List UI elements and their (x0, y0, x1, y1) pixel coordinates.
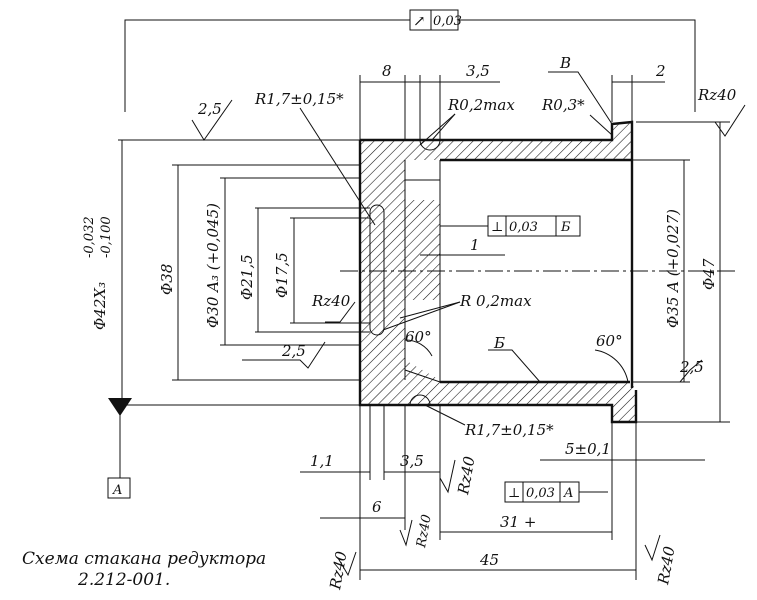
d42-main: Φ42X₃ (91, 282, 109, 330)
perp-b-frame: ⊥ 0,03 Б (440, 215, 581, 237)
dim-8: 8 (359, 62, 406, 140)
d21-5-label: Φ21,5 (238, 254, 256, 300)
angle-60-left: 60° (404, 328, 433, 357)
datum-b-callout: Б (488, 334, 541, 383)
perp-a-frame: ⊥ 0,03 A (504, 481, 608, 503)
len-3-5-bot-label: 3,5 (400, 452, 424, 470)
rz40-bot-1-label: Rz40 (454, 454, 479, 496)
rz40-bot-right-label: Rz40 (654, 544, 679, 586)
part-section (360, 122, 635, 422)
len-45-label: 45 (479, 551, 499, 569)
dim-3-5-bot: 3,5 (383, 405, 440, 480)
len-8-label: 8 (382, 62, 392, 80)
runout-tolerance-frame: ↗ 0,03 (409, 9, 462, 31)
len-1-1-label: 1,1 (310, 452, 334, 470)
ra2-5-right-label: 2,5 (679, 358, 704, 376)
r0-3-label: R0,3* (541, 96, 585, 114)
roughness-bot-1: Rz40 (439, 454, 479, 497)
dim-d38: Φ38 (158, 164, 360, 381)
roughness-top-right: Rz40 (697, 86, 746, 137)
dim-2: 2 (611, 62, 666, 122)
dim-45: 45 (360, 422, 637, 580)
len-1-label: 1 (470, 236, 480, 254)
roughness-bot-2: Rz40 (399, 513, 435, 550)
dim-3-5-top: 3,5 (405, 62, 500, 140)
datum-v-label: В (559, 54, 571, 72)
roughness-bot-left: Rz40 (326, 549, 357, 592)
perp-b-symbol: ⊥ (491, 220, 503, 235)
perp-a-value: 0,03 (526, 486, 555, 501)
d17-5-label: Φ17,5 (273, 252, 291, 298)
caption-line-1: Схема стакана редуктора (22, 549, 266, 569)
d30-label: Φ30 A₃ (+0,045) (204, 203, 222, 328)
ra2-5-top-left-label: 2,5 (197, 100, 222, 118)
rz40-mid-left-label: Rz40 (311, 292, 351, 310)
r0-2-top-label: R0,2max (447, 96, 515, 114)
d38-label: Φ38 (158, 264, 176, 295)
rz40-bot-left-label: Rz40 (326, 549, 351, 591)
dim-d17-5: Φ17,5 (273, 217, 370, 324)
r1-7-bot-callout: R1,7±0,15* (424, 404, 554, 439)
perp-a-symbol: ⊥ (508, 486, 520, 501)
dim-d30: Φ30 A₃ (+0,045) (204, 177, 360, 346)
caption-line-2: 2.212-001. (77, 570, 170, 590)
dim-1-1: 1,1 (300, 405, 371, 580)
d35-label: Φ35 A (+0,027) (664, 209, 682, 328)
perp-b-datum: Б (560, 220, 571, 235)
len-3-5-top-label: 3,5 (466, 62, 490, 80)
ang-60-left-label: 60° (405, 328, 432, 346)
angle-60-right: 60° (594, 332, 629, 383)
len-31-label: 31 + (500, 513, 536, 531)
rz40-top-right-label: Rz40 (697, 86, 737, 104)
dim-d47: Φ47 (636, 121, 730, 423)
dim-31: 31 + (439, 405, 613, 540)
roughness-bot-right: Rz40 (644, 534, 679, 587)
dim-5: 5±0,1 (540, 422, 705, 465)
dim-d35: Φ35 A (+0,027) (632, 159, 690, 383)
r0-2-top-callout: R0,2max (419, 96, 515, 146)
len-5-label: 5±0,1 (565, 440, 611, 458)
roughness-top-left: 2,5 (191, 99, 233, 141)
r0-2-mid-callout: R 0,2max (382, 292, 532, 331)
datum-a-symbol: A (107, 398, 132, 499)
runout-symbol: ↗ (413, 12, 426, 30)
datum-v-callout: В (548, 54, 613, 125)
r0-3-callout: R0,3* (541, 96, 613, 136)
runout-leader (124, 19, 696, 112)
perp-b-value: 0,03 (509, 220, 538, 235)
runout-value: 0,03 (433, 14, 462, 29)
d42-tol-bot: -0,100 (99, 216, 114, 258)
dim-6: 6 (320, 405, 406, 530)
d42-tol-top: -0,032 (82, 216, 97, 258)
d47-label: Φ47 (700, 258, 718, 290)
rz40-bot-2-label: Rz40 (414, 513, 435, 549)
ang-60-right-label: 60° (596, 332, 623, 350)
roughness-mid-left: 2,5 (242, 341, 326, 369)
rz40-mid-left-callout: Rz40 (311, 292, 356, 323)
datum-b-label: Б (493, 334, 505, 352)
len-6-label: 6 (372, 498, 382, 516)
datum-a-label: A (112, 483, 122, 498)
len-2-label: 2 (655, 62, 666, 80)
ra2-5-mid-left-label: 2,5 (281, 342, 306, 360)
r1-7-top-callout: R1,7±0,15* (254, 90, 376, 226)
dim-d42: Φ42X₃ -0,032 -0,100 (82, 139, 360, 406)
dim-1: 1 (420, 236, 505, 256)
r1-7-top-label: R1,7±0,15* (254, 90, 344, 108)
r1-7-bot-label: R1,7±0,15* (464, 421, 554, 439)
perp-a-datum: A (563, 486, 573, 501)
r0-2-mid-label: R 0,2max (459, 292, 532, 310)
roughness-right: 2,5 (679, 358, 704, 383)
dim-d21-5: Φ21,5 (238, 207, 370, 333)
